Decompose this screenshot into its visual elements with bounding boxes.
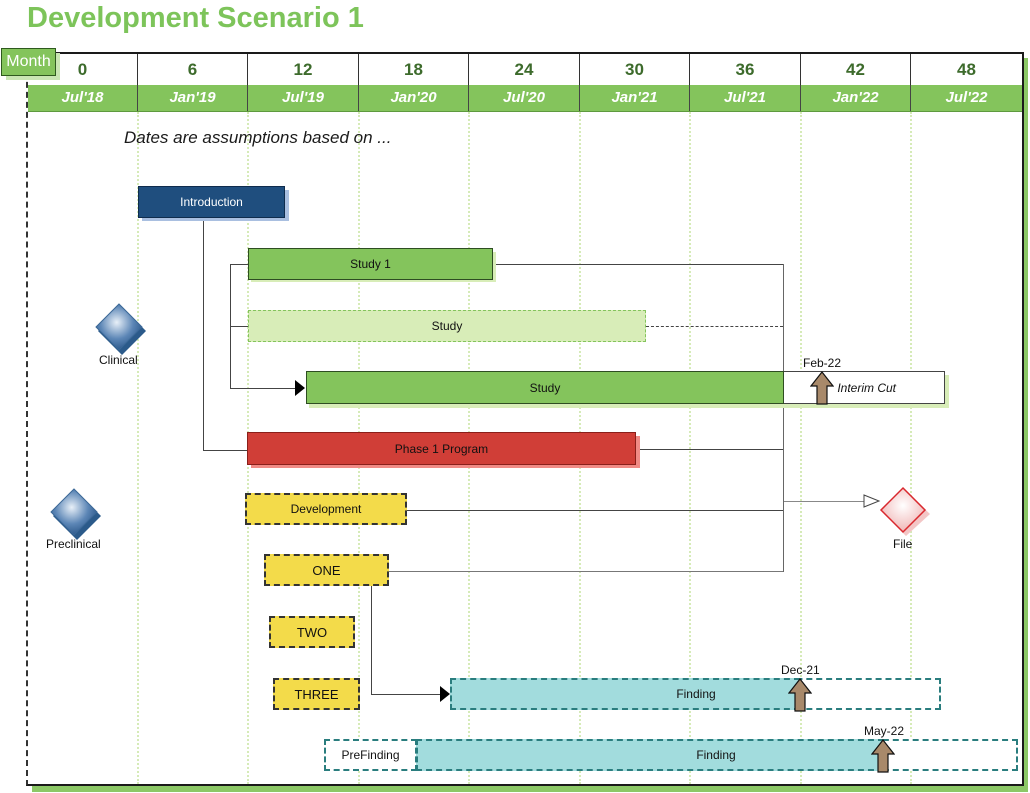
task-phase-1-program[interactable]: Phase 1 Program [247,432,636,465]
month-cell: 48 [957,60,976,79]
connector-line [783,264,784,572]
date-cell: Jul'22 [945,89,988,106]
connector-line [230,388,296,389]
date-header-row: Jul'18 Jan'19 Jul'19 Jan'20 Jul'20 Jan'2… [28,85,1022,112]
gridline [689,112,691,784]
connector-line [203,450,247,451]
clinical-diamond-icon[interactable] [94,302,148,356]
connector-line [637,449,783,450]
task-study-planned[interactable]: Study [248,310,646,342]
gridline [800,112,802,784]
month-cell: 18 [359,54,469,85]
month-cell: 30 [580,54,690,85]
task-development[interactable]: Development [245,493,407,525]
month-cell: 24 [469,54,580,85]
task-two[interactable]: TWO [269,616,355,648]
task-prefinding[interactable]: PreFinding [324,739,417,771]
task-introduction[interactable]: Introduction [138,186,285,218]
diagram-title: Development Scenario 1 [27,2,364,34]
task-study-1[interactable]: Study 1 [248,248,493,280]
milestone-arrow-icon[interactable] [871,739,895,773]
milestone-date-label: Dec-21 [781,663,820,677]
arrowhead-icon [440,686,450,702]
date-cell: Jan'21 [580,85,690,111]
file-diamond-icon[interactable] [878,486,934,538]
file-label: File [893,537,913,551]
assumption-note: Dates are assumptions based on ... [124,128,392,147]
clinical-label: Clinical [99,353,138,367]
task-finding-1[interactable]: Finding [450,678,800,710]
connector-line [389,571,783,572]
dotted-connector-line [646,326,783,327]
month-cell: 36 [690,54,801,85]
preclinical-label: Preclinical [46,537,101,551]
timeline-frame [26,52,1024,786]
open-arrowhead-icon [863,494,881,508]
connector-line [784,501,864,502]
milestone-arrow-icon[interactable] [788,678,812,712]
date-cell: Jul'20 [469,85,580,111]
month-cell: 12 [248,54,359,85]
preclinical-diamond-icon[interactable] [49,487,103,541]
connector-line [371,694,441,695]
date-cell: Jan'22 [801,85,911,111]
milestone-arrow-icon[interactable] [810,371,834,405]
task-three[interactable]: THREE [273,678,360,710]
month-cell: 0 [28,54,138,85]
month-header-row: 0 6 12 18 24 30 36 42 48 [28,54,1022,85]
milestone-date-label: May-22 [864,724,905,738]
arrowhead-icon [295,380,305,396]
month-cell: 42 [801,54,911,85]
month-badge: Month [1,48,56,76]
gridline [137,112,139,784]
connector-line [493,264,783,265]
connector-line [230,264,248,265]
task-finding-2[interactable]: Finding [416,739,884,771]
date-cell: Jul'19 [248,85,359,111]
task-interim-cut[interactable]: Interim Cut [783,371,945,404]
task-one[interactable]: ONE [264,554,389,586]
date-cell: Jan'20 [359,85,469,111]
date-cell: Jul'21 [690,85,801,111]
task-study-main[interactable]: Study [306,371,784,404]
connector-line [203,218,204,450]
connector-line [407,510,783,511]
gridline [910,112,912,784]
month-cell: 6 [138,54,248,85]
connector-line [371,586,372,695]
date-cell: Jul'18 [28,85,138,111]
date-cell: Jan'19 [138,85,248,111]
milestone-date-label: Feb-22 [803,356,842,370]
connector-line [230,326,248,327]
